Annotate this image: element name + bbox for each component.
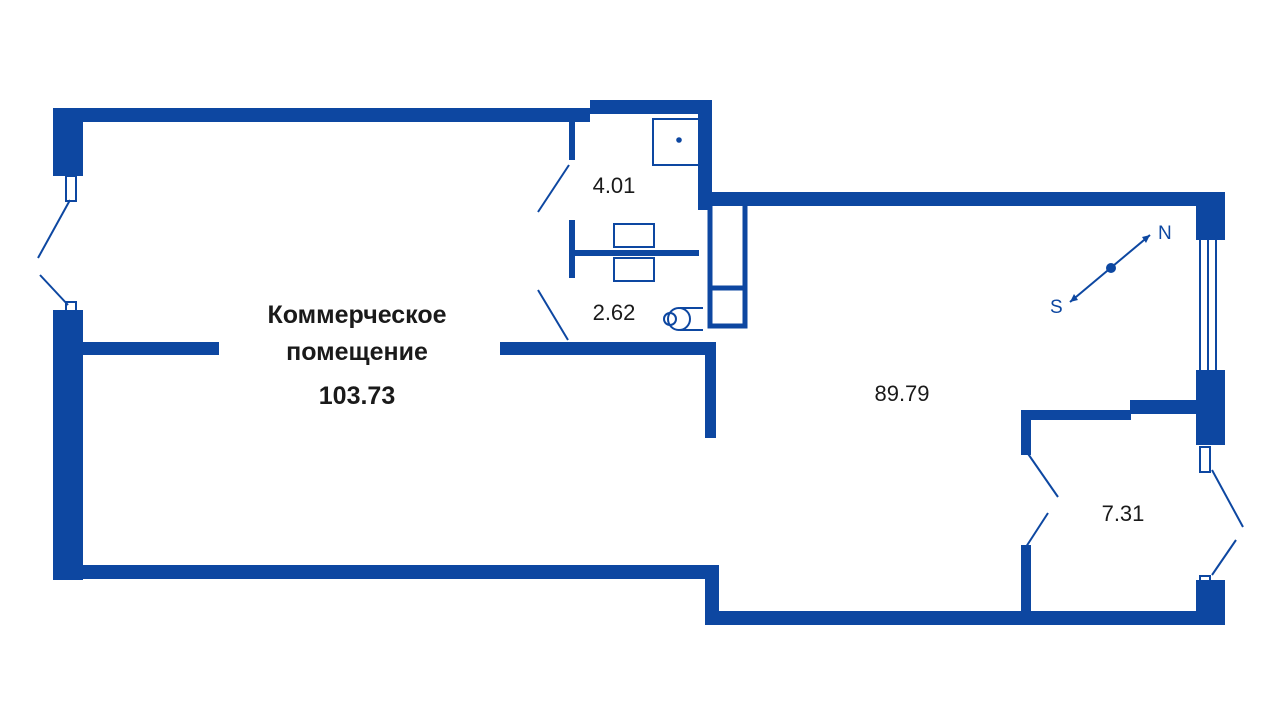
walls (53, 100, 1225, 625)
total-area: 103.73 (319, 382, 395, 410)
room-area-89-79: 89.79 (874, 381, 929, 406)
title-line1: Коммерческое (267, 301, 446, 329)
compass: N S (1050, 223, 1172, 318)
room-area-2-62: 2.62 (593, 300, 636, 325)
fixtures (613, 118, 706, 331)
compass-north: N (1158, 223, 1172, 244)
room-area-7-31: 7.31 (1102, 501, 1145, 526)
windows (65, 197, 1217, 619)
doors (37, 164, 1244, 585)
compass-south: S (1050, 297, 1063, 318)
title-line2: помещение (286, 338, 428, 366)
room-area-4-01: 4.01 (593, 173, 636, 198)
